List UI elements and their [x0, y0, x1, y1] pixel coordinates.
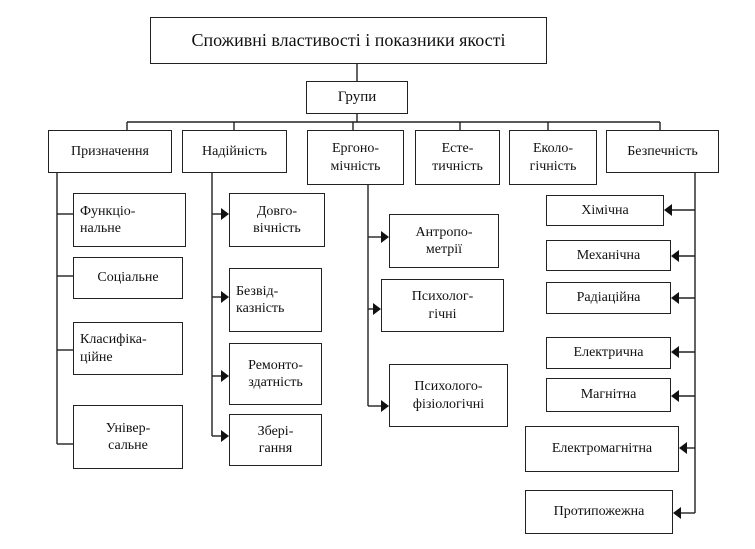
purpose-item-social: Соціальне: [73, 257, 183, 299]
reliability-item-dependability: Безвід- казність: [229, 268, 322, 332]
purpose-item-classification: Класифіка- ційне: [73, 322, 183, 375]
ergonomics-item-psychophysiological: Психолого- фізіологічні: [389, 364, 508, 427]
safety-item-mechanical: Механічна: [546, 240, 671, 271]
header-ergonomics: Ергоно- мічність: [307, 130, 404, 185]
header-aesthetics: Есте- тичність: [415, 130, 500, 185]
reliability-item-repairability: Ремонто- здатність: [229, 343, 322, 405]
header-purpose: Призначення: [48, 130, 172, 173]
ergonomics-item-anthropometric: Антропо- метрії: [389, 214, 499, 268]
safety-item-magnetic: Магнітна: [546, 378, 671, 412]
safety-item-chemical: Хімічна: [546, 195, 664, 226]
diagram-title: Споживні властивості і показники якості: [150, 17, 547, 64]
safety-item-electrical: Електрична: [546, 337, 671, 369]
purpose-item-functional: Функціо- нальне: [73, 193, 186, 247]
reliability-item-storage: Зберi- гання: [229, 414, 322, 466]
header-reliability: Надійність: [182, 130, 287, 173]
header-safety: Безпечність: [606, 130, 719, 173]
purpose-item-universal: Універ- сальне: [73, 405, 183, 469]
header-ecology: Еколо- гічність: [509, 130, 597, 185]
reliability-item-durability: Довго- вічність: [229, 193, 325, 247]
safety-item-fireproof: Протипожежна: [525, 490, 673, 534]
safety-item-electromagnetic: Електромагнітна: [525, 426, 679, 472]
groups-box: Групи: [306, 81, 408, 114]
safety-item-radiation: Радіаційна: [546, 282, 671, 314]
ergonomics-item-psychological: Психолог- гічні: [381, 279, 504, 332]
